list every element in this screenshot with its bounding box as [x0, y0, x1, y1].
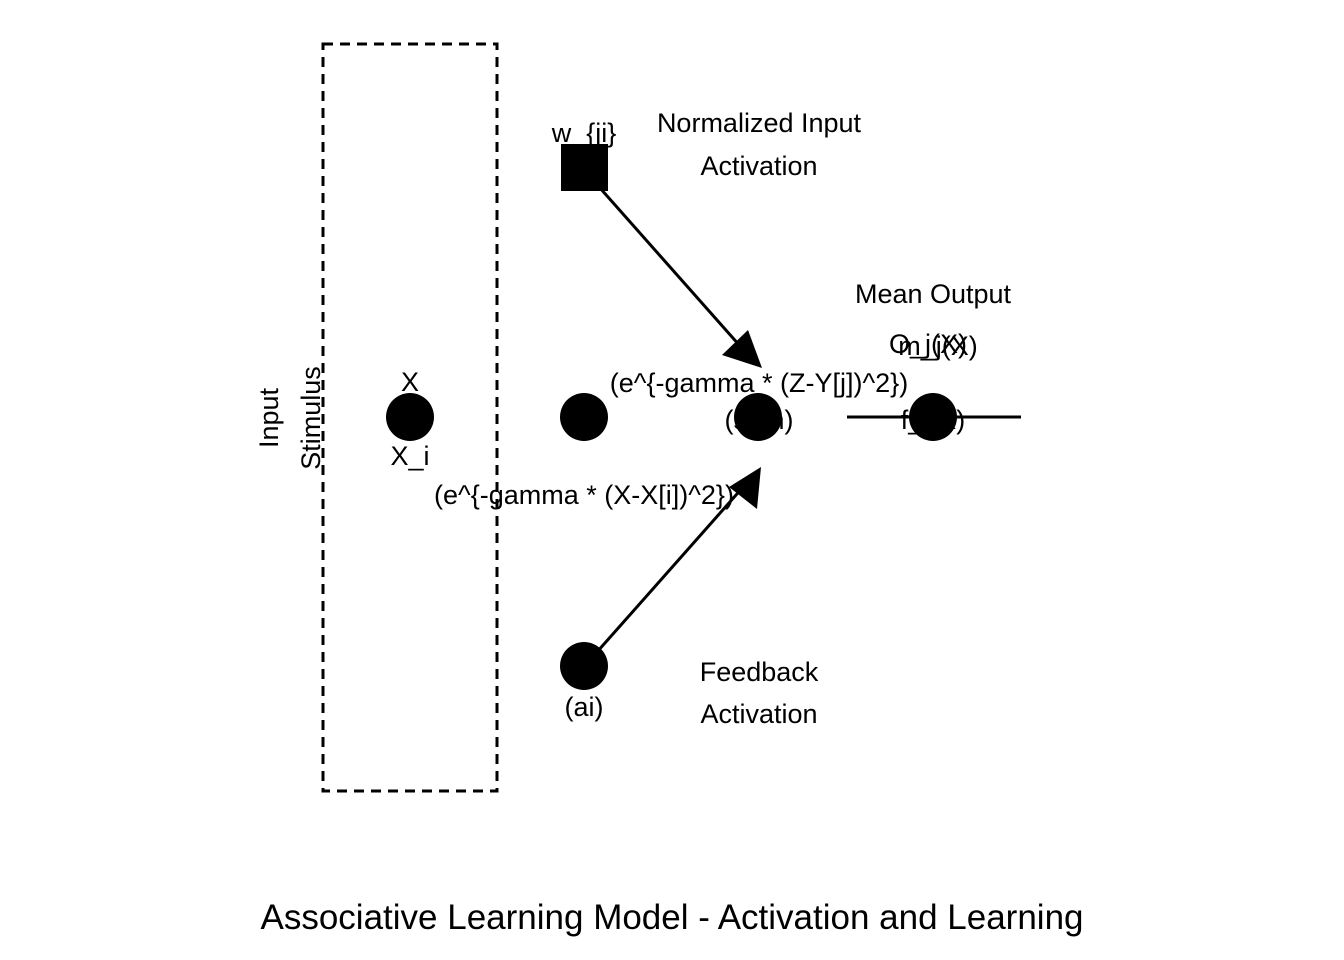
input-stimulus-label-line2: Stimulus	[296, 366, 326, 470]
diagram-title: Associative Learning Model - Activation …	[261, 898, 1084, 937]
input-node	[386, 393, 434, 441]
output-label-f: f_j(X)	[901, 405, 966, 435]
output-label-m: m_j(X)	[898, 331, 978, 361]
weight-node	[561, 144, 608, 191]
sum-lower-formula: (e^{-gamma * (X-X[i])^2})	[434, 480, 734, 510]
hidden-node	[560, 393, 608, 441]
sum-node	[734, 393, 782, 441]
feedback-node-label: (ai)	[565, 692, 604, 722]
output-node	[909, 393, 957, 441]
input-stimulus-label-line1: Input	[254, 387, 284, 448]
input-stimulus-label: Input Stimulus	[254, 366, 326, 470]
weight-node-label: w_{ji}	[551, 118, 617, 148]
weight-to-sum-arrowhead	[722, 330, 762, 368]
input-stimulus-box	[321, 42, 499, 793]
input-node-label-top: X	[401, 367, 419, 397]
normalized-input-label-line1: Normalized Input	[657, 108, 862, 138]
feedback-to-sum-edge	[595, 485, 746, 653]
feedback-to-sum-arrowhead	[729, 467, 761, 509]
weight-to-sum-edge	[598, 187, 750, 356]
output-label-o: O_j(X)	[889, 329, 967, 359]
sum-node-label: (sum)	[725, 405, 794, 435]
input-node-label-bottom: X_i	[390, 441, 429, 471]
normalized-input-label-line2: Activation	[700, 151, 817, 181]
feedback-activation-label-line2: Activation	[700, 699, 817, 729]
feedback-activation-label-line1: Feedback	[700, 657, 819, 687]
mean-output-title: Mean Output	[855, 279, 1012, 309]
feedback-node	[560, 642, 608, 690]
sum-upper-formula: (e^{-gamma * (Z-Y[j])^2})	[610, 368, 908, 398]
